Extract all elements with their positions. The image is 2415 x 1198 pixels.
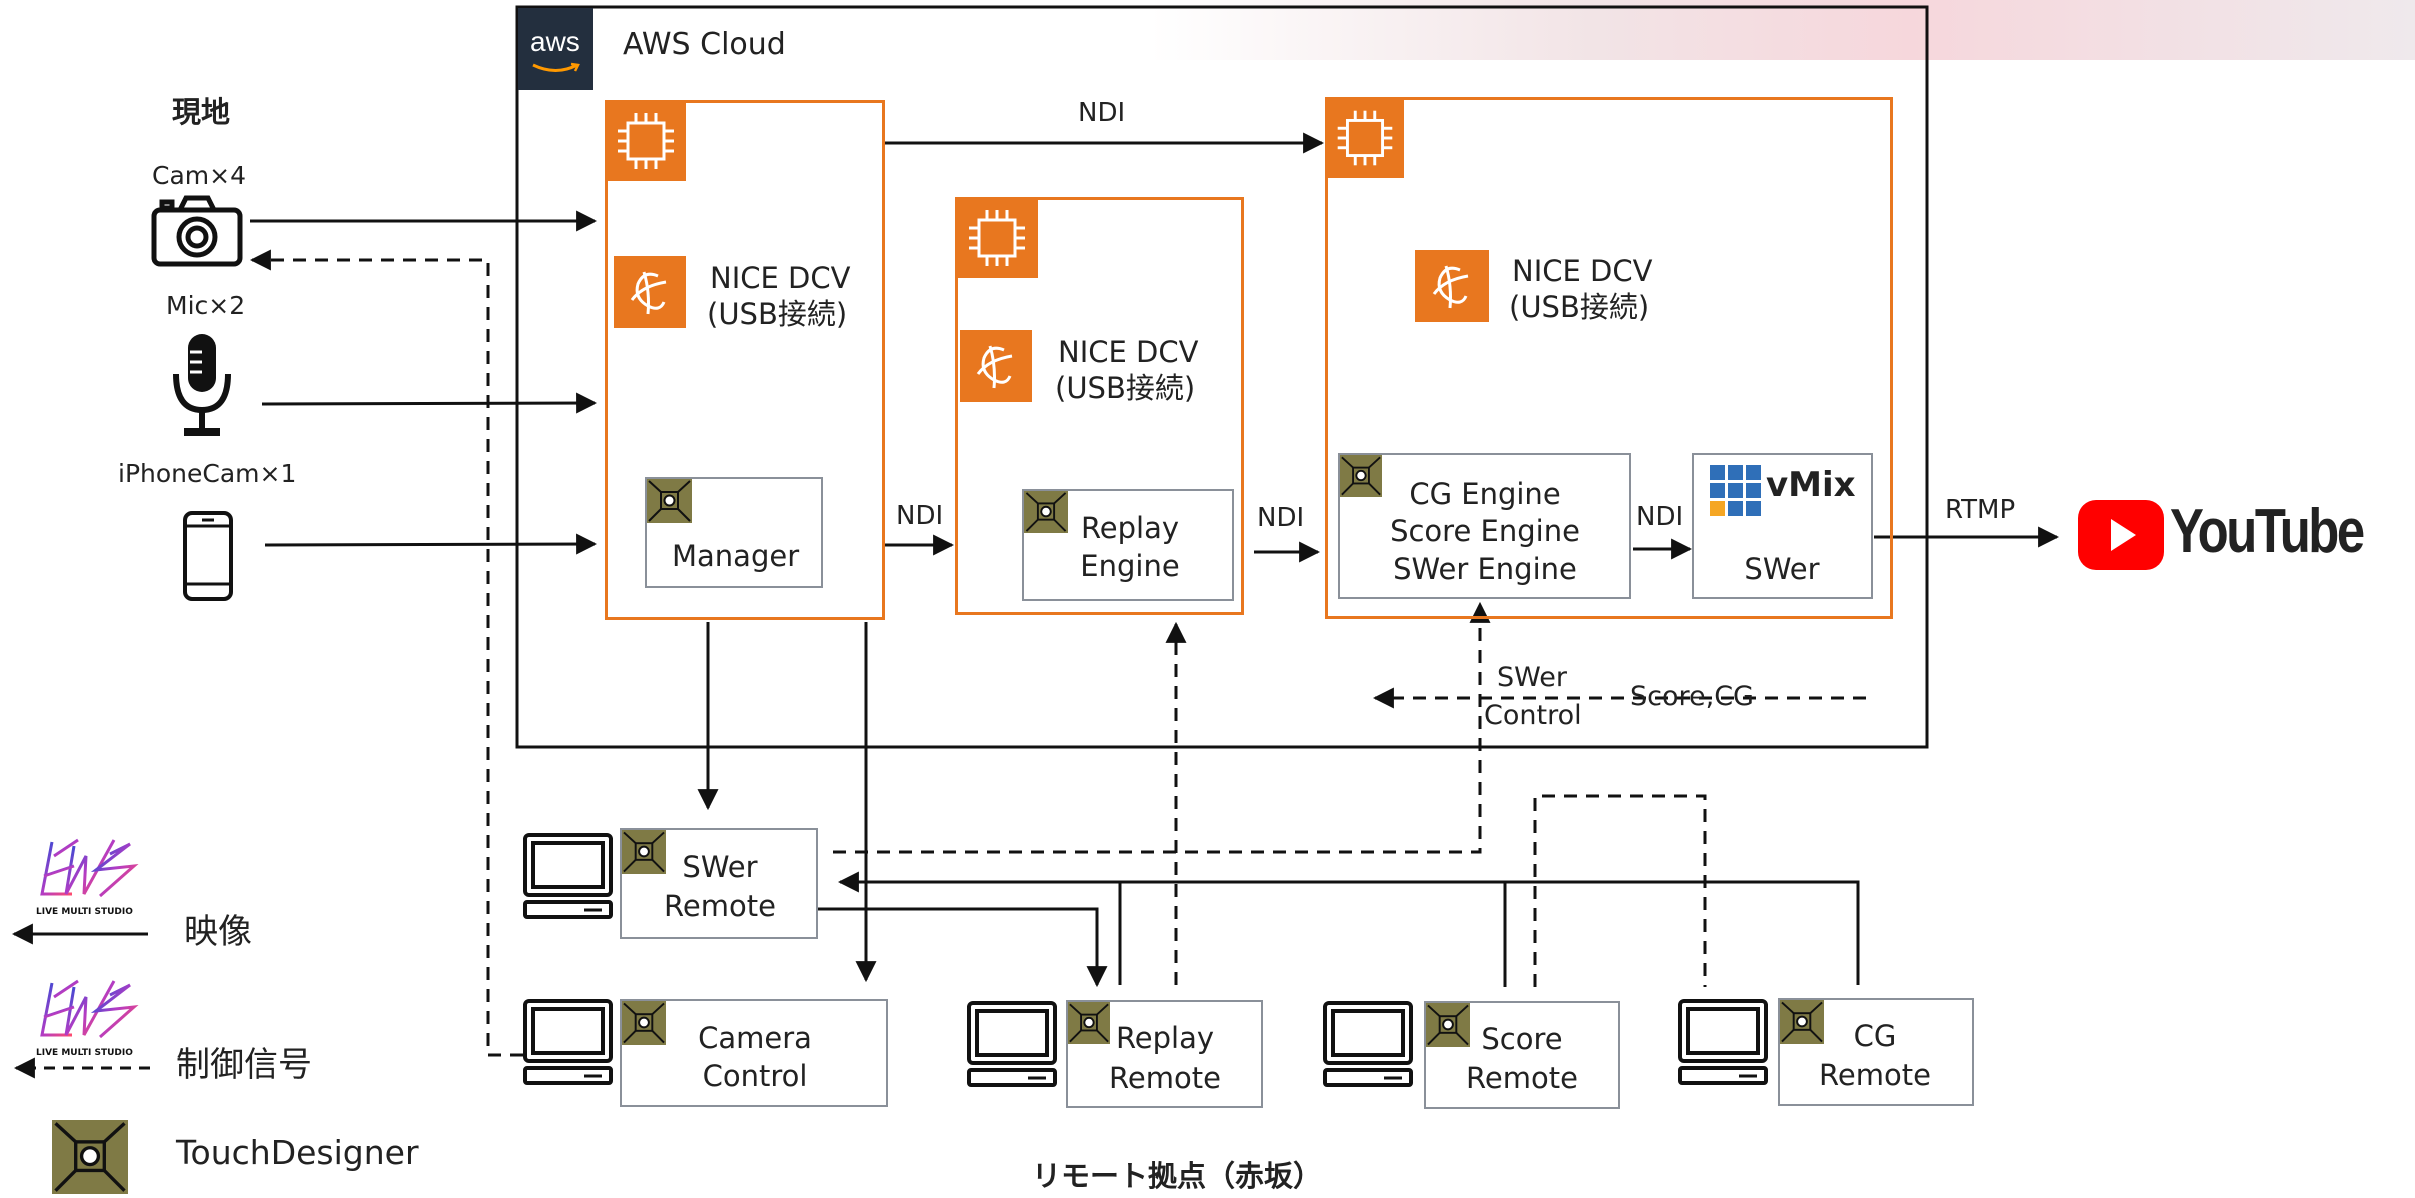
cg-remote-line2: Remote [1819,1058,1931,1092]
pc-icon [522,998,614,1090]
camera-icon [150,194,246,272]
score-remote-line1: Score [1481,1022,1563,1056]
replay-instance [955,197,1244,615]
manager-dcv-line2: (USB接続) [707,297,848,331]
replay-dcv-line2: (USB接続) [1055,371,1196,405]
vmix-logo-text: vMix [1766,465,1856,505]
remote-bus-to-swer-remote-arrow [837,871,1860,985]
ec2-chip-icon [606,101,686,181]
swer-engine-label: SWer Engine [1393,552,1577,586]
manager-dcv-line1: NICE DCV [710,261,851,295]
touchdesigner-icon [1426,1003,1470,1047]
ndi-replay-main-label: NDI [1257,503,1305,533]
replay-remote-box [1066,1000,1263,1108]
main-dcv-line1: NICE DCV [1512,254,1653,288]
nice-dcv-icon [960,330,1032,402]
touchdesigner-icon [647,479,692,523]
swer-control-label-1: SWer [1497,662,1567,693]
ec2-chip-icon [1326,98,1404,178]
aws-cloud-title: AWS Cloud [623,27,786,62]
cam-label: Cam×4 [152,161,246,190]
header-decoration [1150,0,2415,60]
ndi-top-label: NDI [1078,98,1126,128]
cg-engine-box [1338,453,1631,599]
cg-remote-line1: CG [1853,1019,1897,1053]
aws-cloud-frame [515,5,1929,749]
svg-text:LIVE MULTI STUDIO: LIVE MULTI STUDIO [36,1048,133,1058]
swer-control-signal-dashed [833,601,1491,854]
touchdesigner-icon [622,1001,666,1045]
touchdesigner-icon [1340,455,1382,497]
score-remote-line2: Remote [1466,1061,1578,1095]
replay-engine-line2: Engine [1080,549,1180,583]
pc-icon [1322,1000,1414,1092]
cg-engine-label: CG Engine [1409,477,1561,511]
camera-control-line2: Control [702,1059,808,1093]
mic-to-manager-arrow [261,392,598,414]
touchdesigner-icon [1780,1000,1824,1044]
main-instance [1325,97,1893,619]
iphone-to-manager-arrow [264,533,598,555]
legend-touchdesigner-label: TouchDesigner [176,1133,419,1172]
nice-dcv-icon [614,256,686,328]
ec2-chip-icon [956,198,1038,278]
smartphone-icon [182,510,234,606]
main-dcv-line2: (USB接続) [1509,290,1650,324]
remote-site-label: リモート拠点（赤坂） [1032,1159,1323,1193]
score-cg-label: Score,CG [1630,681,1754,712]
pc-icon [1677,998,1769,1090]
microphone-icon [168,332,236,446]
vmix-logo [1710,465,1762,521]
touchdesigner-icon [1024,491,1068,533]
manager-label: Manager [672,539,800,573]
swer-control-label-2: Control [1484,700,1582,731]
rtmp-label: RTMP [1945,495,2016,525]
pc-icon [966,1000,1058,1092]
replay-remote-line1: Replay [1115,1021,1215,1055]
touchdesigner-icon [1068,1002,1110,1044]
touchdesigner-icon [622,830,666,874]
score-cg-link-dashed [1533,794,1707,987]
youtube-logo-text: YouTube [2170,497,2365,566]
manager-instance [605,100,885,620]
swer-remote-to-replay-remote-arrow [817,907,1108,988]
replay-remote-line2: Remote [1109,1061,1221,1095]
touchdesigner-icon [52,1120,128,1194]
pc-icon [522,832,614,924]
lms-logo: LIVE MULTI STUDIO [34,836,144,924]
replay-engine-line1: Replay [1080,511,1180,545]
swer-remote-line2: Remote [664,889,776,923]
legend-video-label: 映像 [184,912,252,952]
ndi-cg-vmix-label: NDI [1636,502,1684,532]
aws-logo: aws [518,8,593,90]
camera-control-line1: Camera [698,1021,812,1055]
vmix-swer-label: SWer [1744,552,1820,586]
swer-remote-line1: SWer [682,850,758,884]
iphone-label: iPhoneCam×1 [118,459,297,488]
replay-dcv-line1: NICE DCV [1058,335,1199,369]
camera-control-signal-dashed [249,249,523,1057]
ndi-manager-replay-label: NDI [896,501,944,531]
onsite-title: 現地 [172,95,231,129]
score-engine-label: Score Engine [1390,514,1580,548]
youtube-play-icon [2078,500,2164,574]
mic-label: Mic×2 [166,291,246,320]
lms-logo: LIVE MULTI STUDIO [34,977,144,1065]
nice-dcv-icon [1415,250,1489,322]
legend-control-label: 制御信号 [176,1045,312,1085]
svg-text:LIVE MULTI STUDIO: LIVE MULTI STUDIO [36,907,133,917]
